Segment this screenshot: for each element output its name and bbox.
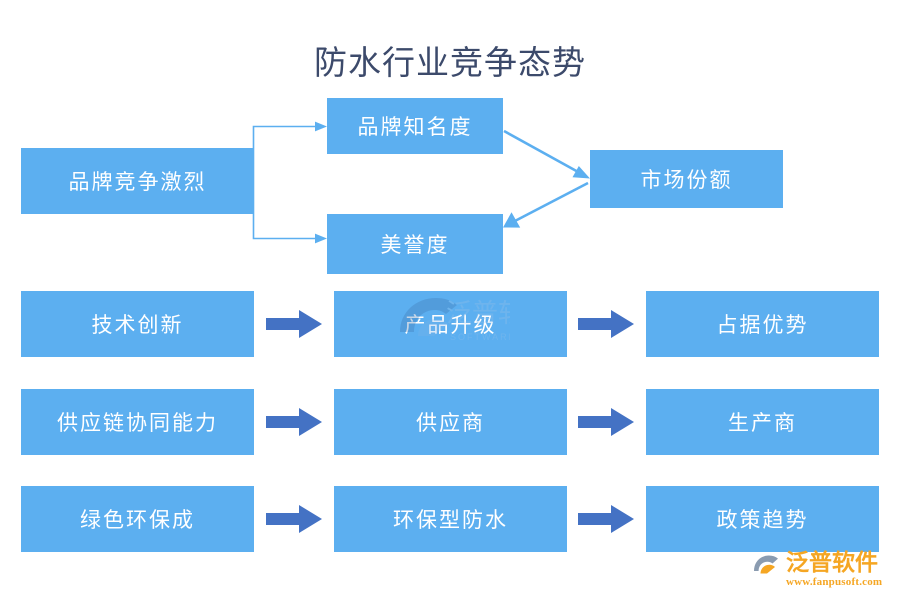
node-label: 品牌知名度 [357, 115, 473, 139]
node-label: 绿色环保成 [80, 508, 195, 532]
node-manufacturer[interactable]: 生产商 [646, 389, 879, 455]
arrow-icon-ecowaterproof-to-policy [578, 504, 634, 534]
node-tech-innovation[interactable]: 技术创新 [21, 291, 254, 357]
logo-url: www.fanpusoft.com [786, 576, 883, 588]
node-brand-competition[interactable]: 品牌竞争激烈 [21, 148, 254, 214]
logo-text-block: 泛普软件 www.fanpusoft.com [786, 551, 882, 588]
node-brand-reputation[interactable]: 美誉度 [327, 214, 503, 274]
edge-marketshare-to-reputation [503, 181, 589, 228]
page-title: 防水行业竞争态势 [314, 46, 586, 82]
fanpu-logo-icon [751, 552, 783, 584]
arrow-icon-green-to-ecowaterproof [266, 504, 322, 534]
node-label: 环保型防水 [393, 508, 508, 532]
node-label: 市场份额 [640, 168, 733, 192]
arrow-icon-supplier-to-manufacturer [578, 407, 634, 437]
node-policy-trend[interactable]: 政策趋势 [646, 486, 879, 552]
node-market-share[interactable]: 市场份额 [590, 150, 783, 208]
node-supplier[interactable]: 供应商 [334, 389, 567, 455]
node-label: 供应链协同能力 [57, 411, 218, 435]
arrow-icon-tech-to-product [266, 309, 322, 339]
node-product-upgrade[interactable]: 产品升级 [334, 291, 567, 357]
node-gain-advantage[interactable]: 占据优势 [646, 291, 879, 357]
logo-name: 泛普软件 [786, 550, 878, 575]
node-label: 品牌竞争激烈 [68, 170, 207, 194]
edge-awareness-to-marketshare [503, 129, 590, 179]
node-label: 技术创新 [91, 313, 184, 337]
brand-logo: 泛普软件 www.fanpusoft.com [751, 551, 891, 595]
node-label: 美誉度 [380, 233, 450, 257]
node-label: 产品升级 [404, 313, 497, 337]
node-supplychain-synergy[interactable]: 供应链协同能力 [21, 389, 254, 455]
node-label: 占据优势 [716, 313, 809, 337]
node-label: 供应商 [416, 411, 485, 435]
arrow-icon-synergy-to-supplier [266, 407, 322, 437]
node-label: 生产商 [728, 411, 797, 435]
arrow-icon-product-to-advantage [578, 309, 634, 339]
node-eco-waterproof[interactable]: 环保型防水 [334, 486, 567, 552]
node-label: 政策趋势 [716, 508, 809, 532]
edge-brandcompetition-to-awareness [252, 121, 327, 181]
node-brand-awareness[interactable]: 品牌知名度 [327, 98, 503, 154]
edge-brandcompetition-to-reputation [252, 181, 327, 244]
node-green-eco-cost[interactable]: 绿色环保成 [21, 486, 254, 552]
